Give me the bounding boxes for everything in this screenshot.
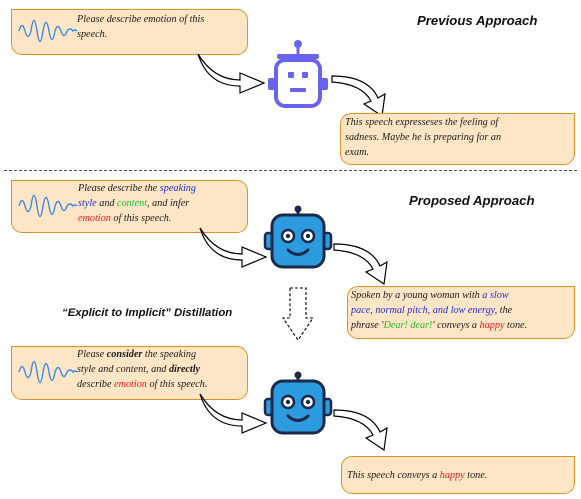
section-divider — [4, 170, 577, 171]
prompt-text-previous: Please describe emotion of this speech. — [77, 14, 205, 40]
heading-previous-approach: Previous Approach — [417, 13, 538, 28]
prompt-bubble-proposed — [11, 180, 248, 233]
heading-proposed-approach: Proposed Approach — [409, 193, 535, 208]
arrow-to-robot-proposed — [199, 227, 268, 268]
robot-icon — [263, 205, 333, 269]
arrow-to-response-proposed — [333, 243, 388, 286]
arrow-to-robot-distilled — [199, 393, 268, 434]
response-text-distilled: This speech conveys a happy tone. — [347, 470, 488, 481]
response-text-proposed: Spoken by a young woman with a slow pace… — [351, 290, 528, 331]
response-text-previous: This speech expresseses the feeling of s… — [345, 117, 502, 158]
arrow-to-robot-previous — [197, 53, 266, 94]
arrow-to-response-previous — [331, 75, 386, 118]
prompt-text-proposed: Please describe the speaking style and c… — [78, 183, 196, 224]
response-bubble-proposed — [347, 286, 575, 339]
waveform-icon — [18, 360, 78, 384]
robot-icon — [268, 40, 328, 108]
distillation-label: “Explicit to Implicit” Distillation — [62, 307, 233, 319]
waveform-icon — [18, 19, 78, 43]
prompt-bubble-distilled — [11, 346, 248, 400]
distillation-arrow — [281, 287, 315, 341]
waveform-icon — [18, 194, 78, 218]
response-bubble-distilled — [341, 456, 575, 494]
robot-icon — [263, 371, 333, 435]
response-bubble-previous — [340, 113, 575, 165]
prompt-bubble-previous — [11, 9, 248, 55]
prompt-text-distilled: Please consider the speaking style and c… — [77, 349, 208, 390]
arrow-to-response-distilled — [333, 409, 388, 452]
